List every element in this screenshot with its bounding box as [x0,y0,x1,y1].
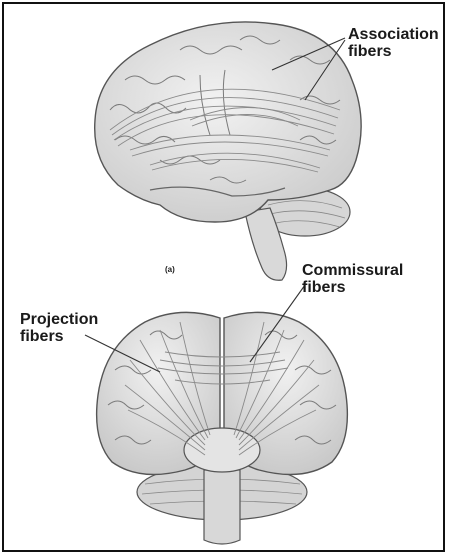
commissural-label-line2: fibers [302,280,403,297]
lateral-brain [95,22,361,280]
brainstem-front [204,470,240,544]
projection-fibers-label: Projection fibers [20,312,98,346]
association-label-line1: Association [348,27,439,44]
cerebrum-lateral [95,22,361,222]
coronal-brain [97,312,348,544]
projection-label-line2: fibers [20,329,98,346]
association-fibers-label: Association fibers [348,27,439,61]
commissural-label-line1: Commissural [302,263,403,280]
projection-label-line1: Projection [20,312,98,329]
panel-a-label: (a) [165,266,175,274]
commissural-fibers-label: Commissural fibers [302,263,403,297]
association-label-line2: fibers [348,44,439,61]
